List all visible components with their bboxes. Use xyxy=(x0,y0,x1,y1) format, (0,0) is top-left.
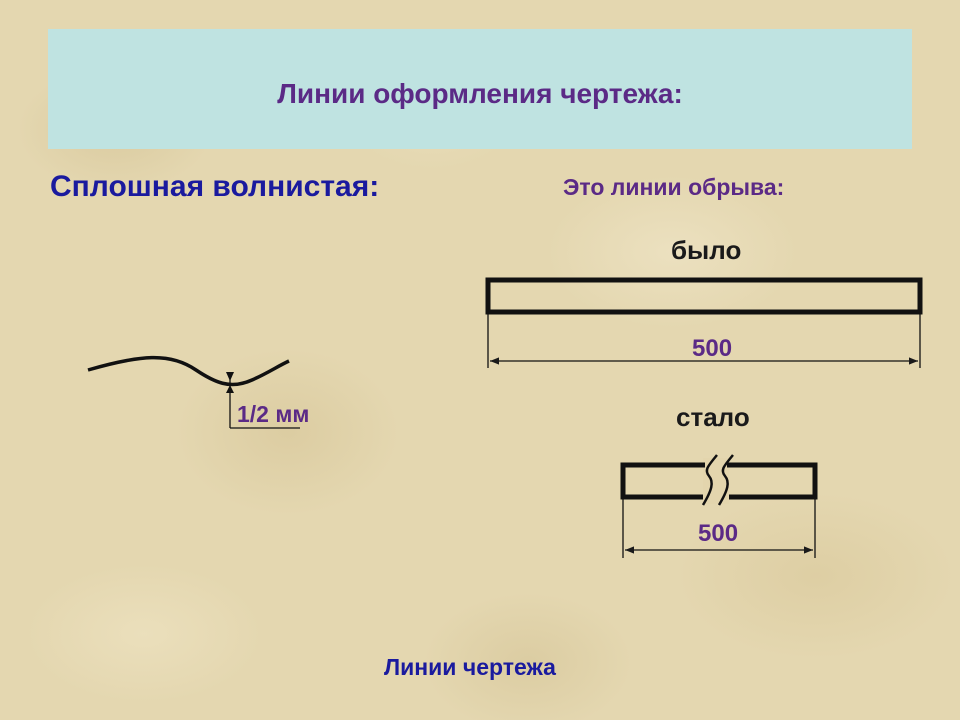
before-label: было xyxy=(671,235,742,265)
break-lines-heading: Это линии обрыва: xyxy=(563,174,785,200)
wave-amplitude-arrow-top xyxy=(226,372,234,381)
title-band: Линии оформления чертежа: xyxy=(48,29,912,149)
dimension-after-value: 500 xyxy=(698,520,739,547)
slide-title: Линии оформления чертежа: xyxy=(277,78,683,109)
wavy-line xyxy=(87,355,290,387)
wave-amplitude-label: 1/2 мм xyxy=(237,401,310,427)
full-part-bar xyxy=(485,277,923,315)
wave-amplitude-arrow-bottom xyxy=(226,385,234,393)
footer-caption: Линии чертежа xyxy=(384,654,556,680)
after-label: стало xyxy=(676,402,750,432)
wavy-line-heading: Сплошная волнистая: xyxy=(50,170,380,203)
break-line-right xyxy=(717,454,734,506)
break-line-left xyxy=(701,454,718,506)
